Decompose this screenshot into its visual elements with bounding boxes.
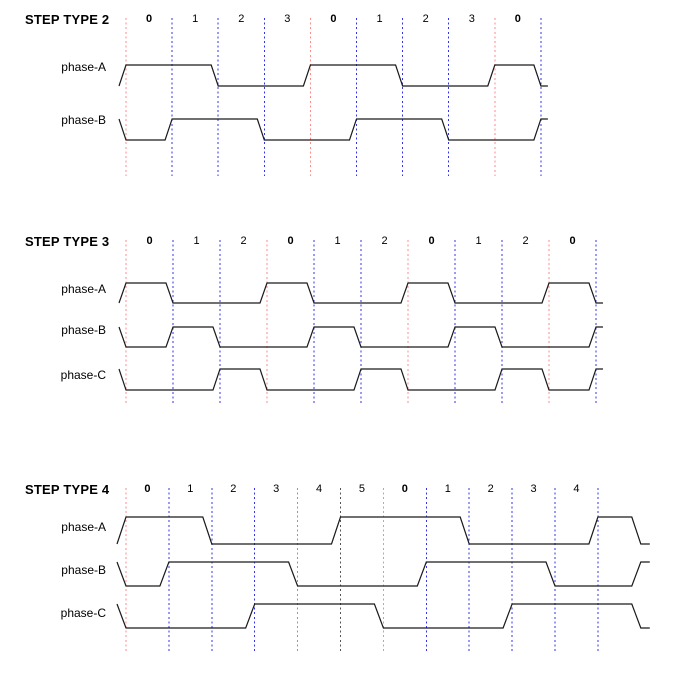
step-type-2-step-number: 3 [284, 13, 291, 25]
step-type-3-signal-phase-B [118, 326, 603, 348]
step-type-4-step-number: 3 [273, 483, 280, 495]
step-type-2-step-number: 1 [376, 13, 383, 25]
step-type-4-step-number: 0 [401, 483, 408, 495]
step-type-3-step-number: 2 [240, 235, 247, 247]
step-type-3-step-number: 1 [193, 235, 200, 247]
step-type-2-step-number: 2 [422, 13, 429, 25]
step-type-3-step-number: 0 [428, 235, 435, 247]
step-type-4-step-number: 2 [487, 483, 494, 495]
step-type-2-step-number: 0 [330, 13, 337, 25]
step-type-4-phase-label-a: phase-A [61, 520, 106, 534]
step-type-4-signal-phase-C [116, 603, 650, 629]
step-type-3-step-number: 2 [381, 235, 388, 247]
step-type-3-phase-label-c: phase-C [60, 368, 106, 382]
step-type-4-step-number: 3 [530, 483, 537, 495]
step-type-3-step-number: 1 [475, 235, 482, 247]
step-type-4-signal-phase-B [116, 561, 650, 587]
step-type-4-step-number: 4 [573, 483, 580, 495]
step-type-4-phase-label-b: phase-B [61, 563, 106, 577]
step-type-3-signal-phase-A [118, 282, 603, 304]
step-type-4-step-number: 1 [187, 483, 194, 495]
step-type-2-phase-label-a: phase-A [61, 60, 106, 74]
step-type-4-phase-label-c: phase-C [60, 606, 106, 620]
step-type-4-signal-phase-A [116, 516, 650, 545]
step-type-4-step-number: 5 [358, 483, 365, 495]
step-type-2-signal-phase-B [118, 118, 548, 141]
step-type-4-step-number: 1 [444, 483, 451, 495]
step-type-3-step-number: 1 [334, 235, 341, 247]
step-type-4-title: STEP TYPE 4 [25, 482, 110, 497]
step-type-3-step-number: 2 [522, 235, 529, 247]
step-type-2-step-number: 0 [514, 13, 521, 25]
step-type-3-phase-label-b: phase-B [61, 323, 106, 337]
step-type-2-step-number: 3 [468, 13, 475, 25]
step-type-4-step-number: 2 [230, 483, 237, 495]
step-type-2-phase-label-b: phase-B [61, 113, 106, 127]
step-type-3-step-number: 0 [146, 235, 153, 247]
step-type-4-step-number: 0 [144, 483, 151, 495]
step-type-2-step-number: 2 [238, 13, 245, 25]
step-type-3-phase-label-a: phase-A [61, 282, 106, 296]
step-type-2-signal-phase-A [118, 64, 548, 87]
step-type-2-step-number: 0 [145, 13, 153, 25]
step-type-2-step-number: 1 [192, 13, 199, 25]
step-type-4-step-number: 4 [315, 483, 323, 495]
step-type-3-signal-phase-C [118, 368, 603, 391]
step-type-2-title: STEP TYPE 2 [25, 12, 110, 27]
step-type-3-title: STEP TYPE 3 [25, 234, 110, 249]
step-type-3-step-number: 0 [287, 235, 294, 247]
step-type-3-step-number: 0 [569, 235, 576, 247]
